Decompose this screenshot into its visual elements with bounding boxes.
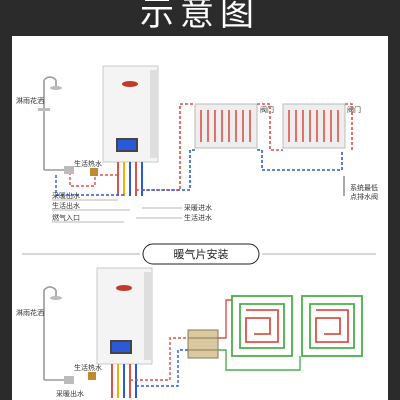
heating-lines-top xyxy=(136,103,353,191)
hot-water-route-top xyxy=(55,174,124,196)
gas-inlet-label: 燃气入口 xyxy=(52,213,80,222)
heating-out-label-bottom: 采暖出水 xyxy=(56,389,84,398)
section-title: 暖气片安装 xyxy=(174,247,229,261)
shower-fixture-top xyxy=(38,76,74,174)
shower-label-top: 淋雨花洒 xyxy=(16,96,44,105)
manifold-feed xyxy=(130,337,188,387)
title-band: 示意图 xyxy=(0,0,400,36)
heating-out-label-top: 采暖出水 xyxy=(52,191,80,200)
loop-feeds xyxy=(218,299,301,371)
valve-label-right: 阀门 xyxy=(347,105,361,114)
heating-in-label: 采暖进水 xyxy=(184,203,212,212)
section-title-pill xyxy=(142,243,260,265)
radiator-right xyxy=(282,103,346,149)
shower-fixture-bottom xyxy=(43,286,74,384)
drain-label-line1: 系统最低 xyxy=(350,183,378,192)
hot-water-label-top: 生活热水 xyxy=(74,159,102,168)
leader-lines-top xyxy=(52,199,182,223)
hot-water-valve-icon-bottom xyxy=(88,372,96,380)
drain-label-line2: 点排水阀 xyxy=(350,192,378,201)
floor-loop-left xyxy=(231,295,293,357)
boiler-pipes-bottom xyxy=(111,364,137,398)
boiler-top xyxy=(102,65,159,163)
boiler-bottom xyxy=(96,267,153,365)
page-title: 示意图 xyxy=(140,0,260,34)
domestic-out-label: 生活出水 xyxy=(52,201,80,210)
floor-manifold xyxy=(187,329,219,359)
valve-label-left: 阀门 xyxy=(260,105,274,114)
hot-water-valve-icon xyxy=(90,168,98,176)
floor-loop-right xyxy=(301,295,363,357)
domestic-in-label: 生活进水 xyxy=(184,213,212,222)
hot-water-label-bottom: 生活热水 xyxy=(74,363,102,372)
boiler-pipes-top xyxy=(117,162,143,196)
radiator-left xyxy=(194,103,258,149)
shower-label-bottom: 淋雨花洒 xyxy=(16,308,44,317)
